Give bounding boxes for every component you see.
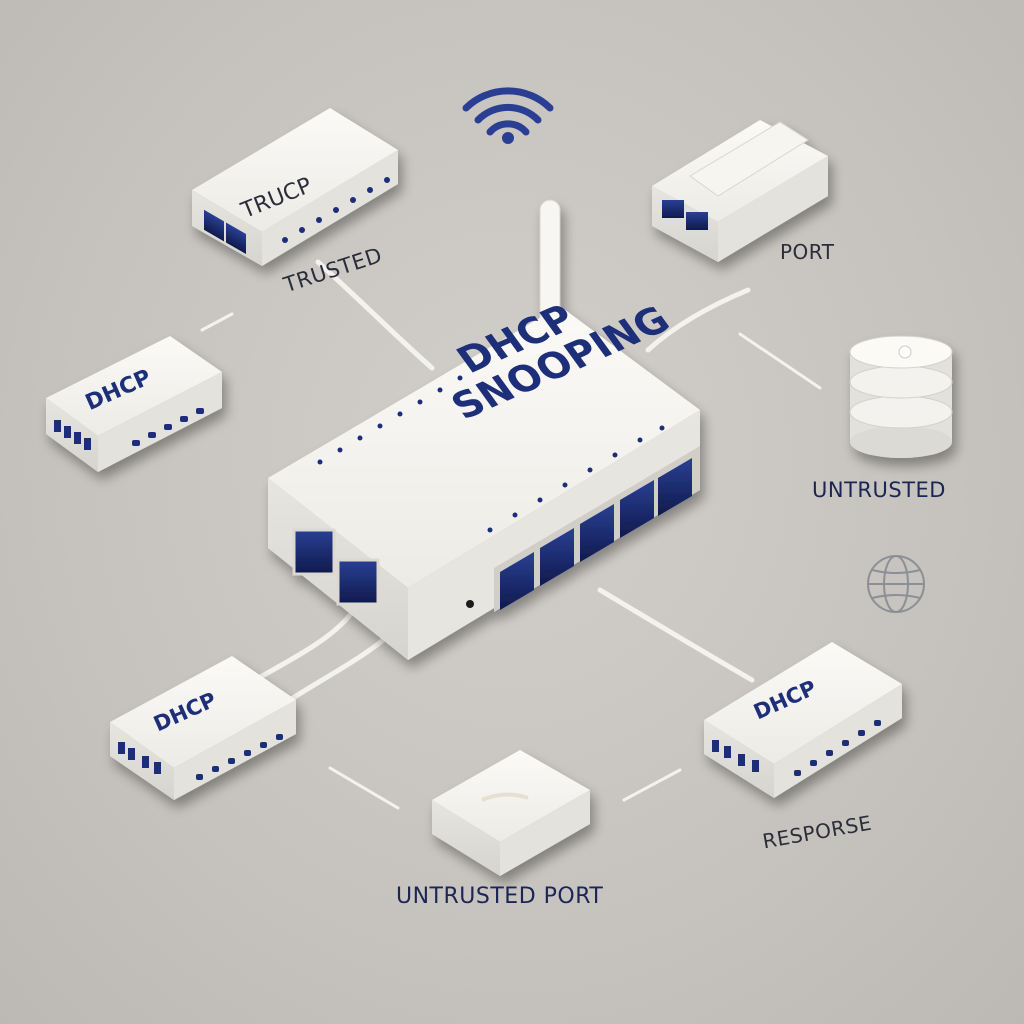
device-mid-left-ports <box>54 420 91 450</box>
database-icon <box>849 335 953 458</box>
device-mid-left <box>46 336 222 472</box>
wifi-icon <box>462 87 554 144</box>
device-bottom-left <box>110 656 296 800</box>
device-bottom-left-leds <box>196 734 283 780</box>
switch-side-ports <box>494 446 700 612</box>
cable-top-left <box>315 259 435 371</box>
switch-led-dots <box>317 351 665 533</box>
device-top-left-leds <box>282 177 390 243</box>
network-cables <box>252 259 755 703</box>
device-top-right <box>652 120 828 262</box>
untrusted-port-label: UNTRUSTED PORT <box>396 884 604 909</box>
device-bottom-center <box>432 750 590 876</box>
port-label: PORT <box>780 240 835 264</box>
device-mid-left-leds <box>132 408 204 446</box>
device-bottom-right-leds <box>794 720 881 776</box>
central-switch <box>268 199 700 660</box>
device-bottom-right-ports <box>712 740 759 772</box>
cable-bottom-left-a <box>252 612 353 683</box>
device-bottom-left-ports <box>118 742 161 774</box>
cable-bottom-left-b <box>287 633 391 703</box>
switch-front-ports <box>292 528 380 606</box>
untrusted-label: UNTRUSTED <box>812 478 946 502</box>
device-top-left <box>192 108 398 266</box>
globe-icon <box>867 555 925 613</box>
device-bottom-right <box>704 642 902 798</box>
device-top-left-ports <box>204 209 246 255</box>
connector-dashes <box>200 312 822 810</box>
cable-top-right <box>645 287 751 353</box>
cable-bottom-right <box>597 587 755 683</box>
